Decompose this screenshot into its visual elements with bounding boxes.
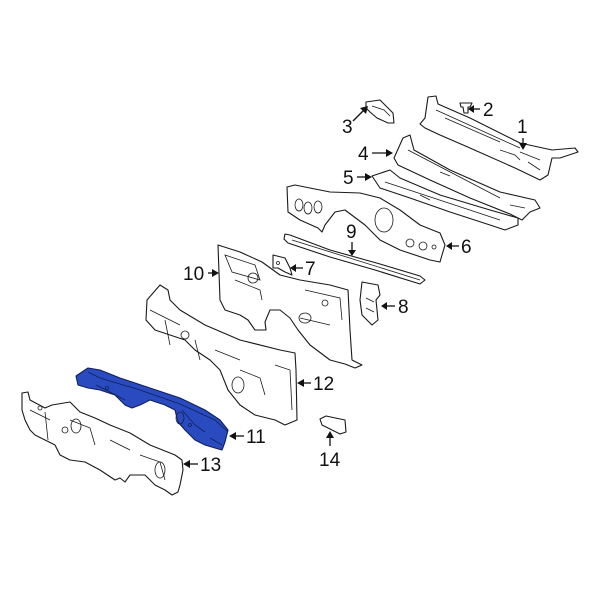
- callout-7: 7: [305, 259, 316, 280]
- callout-1: 1: [517, 117, 528, 138]
- part-2-clip[interactable]: [459, 102, 473, 114]
- callout-9: 9: [346, 222, 357, 243]
- part-10-dash-panel[interactable]: [217, 244, 363, 369]
- callout-8: 8: [398, 297, 409, 318]
- part-5-cowl-lower[interactable]: [371, 169, 519, 231]
- callout-labels: 1 2 3 4 5 6 7 8 9 10 11 12 13 14: [183, 100, 528, 476]
- callout-3: 3: [342, 117, 353, 138]
- part-11-dash-reinforcement-highlighted[interactable]: [75, 367, 229, 451]
- part-14-bracket[interactable]: [319, 415, 347, 435]
- callout-12: 12: [313, 374, 334, 395]
- callout-10: 10: [183, 264, 204, 285]
- callout-6: 6: [461, 237, 472, 258]
- part-9-cross-rail[interactable]: [283, 233, 426, 285]
- part-12-dash-lower-panel[interactable]: [145, 284, 298, 426]
- callout-13: 13: [200, 455, 221, 476]
- part-4-cowl-panel[interactable]: [393, 134, 541, 221]
- part-7-bracket[interactable]: [272, 254, 293, 276]
- part-6-dash-upper-panel[interactable]: [286, 184, 446, 263]
- part-8-bracket-plate[interactable]: [359, 281, 381, 326]
- callout-14: 14: [319, 450, 341, 471]
- part-1-cowl-top-panel[interactable]: [419, 95, 579, 181]
- part-13-dash-insulator[interactable]: [21, 391, 184, 496]
- callout-4: 4: [358, 144, 369, 165]
- leader-lines: [183, 105, 527, 468]
- callout-11: 11: [246, 427, 266, 448]
- callout-5: 5: [343, 168, 354, 189]
- callout-2: 2: [483, 100, 494, 121]
- part-3-bracket[interactable]: [365, 99, 395, 124]
